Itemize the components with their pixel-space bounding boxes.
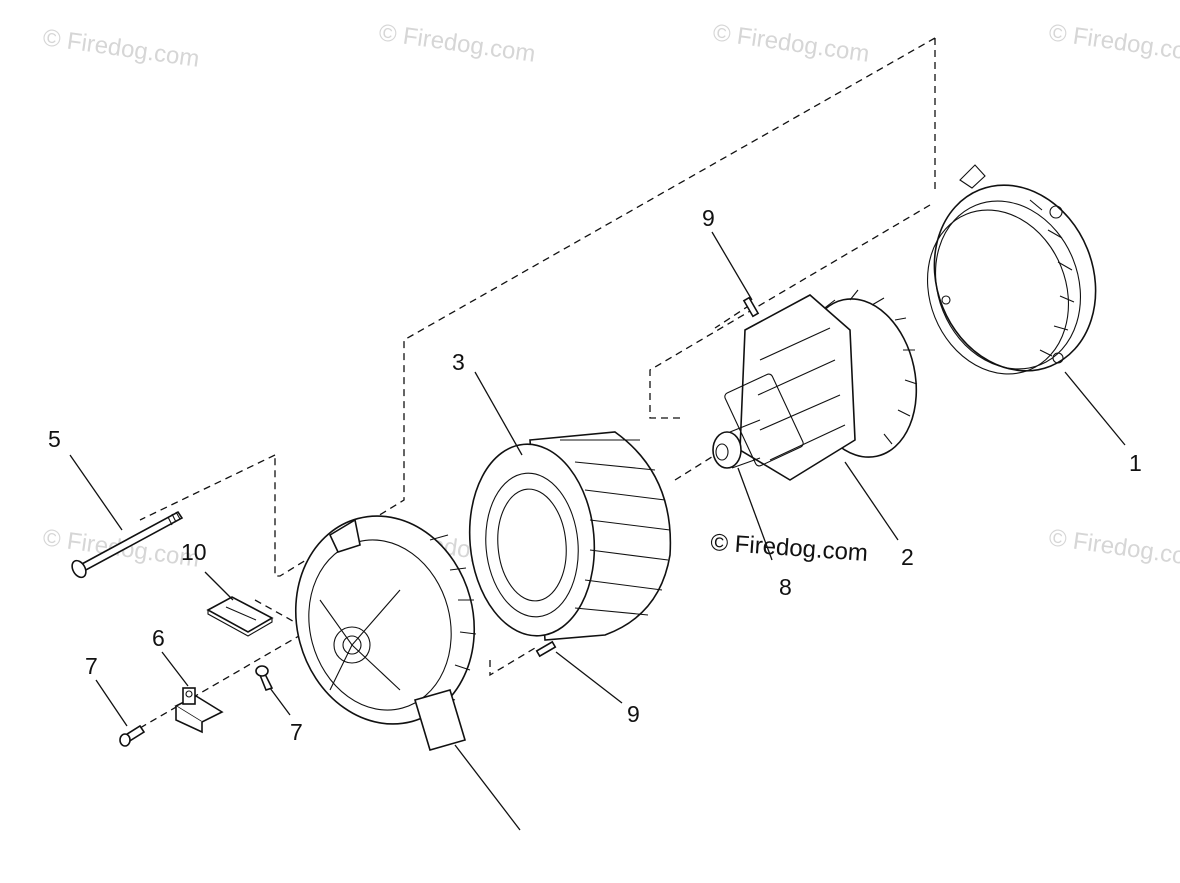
rotor-part [712, 289, 918, 481]
callout-5: 5 [48, 426, 61, 452]
leader-lines [69, 231, 1126, 831]
screw-parts [119, 665, 274, 747]
front-housing-part [294, 515, 477, 751]
stator-part [468, 431, 672, 641]
watermark-text: © Firedog.com [1047, 524, 1180, 573]
watermark-text: © Firedog.com [41, 24, 201, 73]
callout-1: 1 [1129, 450, 1142, 476]
brush-cover-part [206, 596, 274, 637]
callout-9: 9 [627, 701, 640, 727]
callout-7: 7 [290, 719, 303, 745]
through-bolt-part [71, 510, 184, 579]
rear-housing-part [926, 164, 1097, 375]
callout-9: 9 [702, 205, 715, 231]
callout-7: 7 [85, 653, 98, 679]
callout-labels: 1 2 3 5 6 7 7 8 9 9 10 [48, 205, 1142, 745]
callout-8: 8 [779, 574, 792, 600]
callout-10: 10 [181, 539, 207, 565]
watermark-text: © Firedog.com [1047, 19, 1180, 68]
brush-holder-part [174, 687, 224, 734]
copyright-credit: © Firedog.com [710, 529, 869, 567]
pin-parts [535, 296, 760, 658]
watermark-text: © Firedog.com [711, 19, 871, 68]
callout-2: 2 [901, 544, 914, 570]
callout-3: 3 [452, 349, 465, 375]
callout-6: 6 [152, 625, 165, 651]
watermark-text: © Firedog.com [377, 19, 537, 68]
